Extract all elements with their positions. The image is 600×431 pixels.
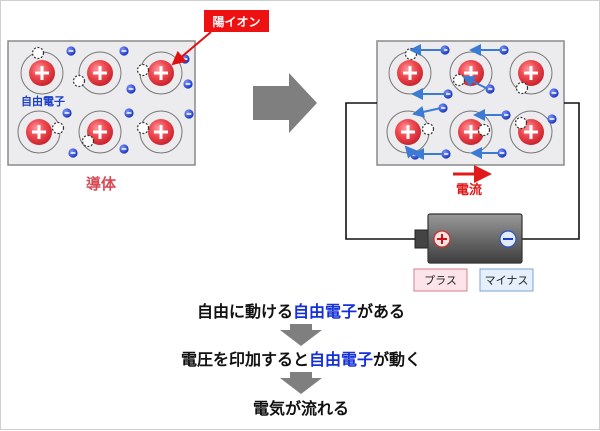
battery-plus-icon <box>433 230 451 248</box>
free-electron <box>66 46 76 56</box>
wire-left <box>345 102 417 240</box>
cation-callout-arrow <box>171 31 212 66</box>
cation-ion <box>72 51 122 95</box>
free-electron <box>124 108 134 118</box>
cation-ion <box>386 110 435 154</box>
free-electron <box>485 84 495 94</box>
conductor-panel-right <box>376 40 565 166</box>
cation-ion <box>509 51 553 95</box>
left-ion-group <box>17 46 183 154</box>
electron-flow-arrows <box>404 44 504 160</box>
cation-ion <box>78 110 122 154</box>
cation-ion <box>509 110 553 154</box>
electron-hole <box>51 121 65 135</box>
electron-hole <box>136 121 150 135</box>
electron-motion-arrow <box>404 145 418 159</box>
free-electron <box>441 149 451 159</box>
cation-ion <box>136 110 183 154</box>
battery-terminal <box>414 229 430 249</box>
free-electron <box>184 109 194 119</box>
electron-hole <box>72 74 86 88</box>
minus-label-box <box>479 268 534 292</box>
conductor-label: 導体 <box>86 175 117 193</box>
electron-hole <box>477 123 491 137</box>
free-electron <box>499 45 509 55</box>
step-1-text: 自由に動ける自由電子がある <box>196 302 406 321</box>
free-electron <box>68 148 78 158</box>
free-electron <box>119 46 129 56</box>
minus-label: マイナス <box>485 274 529 287</box>
electron-hole <box>514 116 528 130</box>
step-3-text: 電気が流れる <box>252 399 349 418</box>
electron-hole <box>31 46 45 60</box>
battery <box>427 213 523 264</box>
free-electron <box>443 89 453 99</box>
wire-right <box>521 102 580 240</box>
free-electron <box>549 88 559 98</box>
process-arrow-2 <box>280 372 322 394</box>
cation-ion <box>20 46 64 95</box>
free-electron <box>126 84 136 94</box>
cation-callout-box <box>204 10 269 32</box>
electron-motion-arrow <box>462 76 489 90</box>
free-electron <box>183 79 193 89</box>
electron-hole <box>515 81 529 95</box>
free-electron <box>547 114 557 124</box>
step-2-text: 電圧を印加すると自由電子が動く <box>180 350 422 369</box>
electron-hole <box>81 134 95 148</box>
free-electron <box>119 144 129 154</box>
free-electron <box>497 148 507 158</box>
cation-ion <box>388 47 432 95</box>
free-electron-label: 自由電子 <box>21 94 65 108</box>
cation-ion <box>17 110 65 154</box>
electron-hole <box>421 122 435 136</box>
electron-hole <box>136 63 150 77</box>
electron-hole <box>452 73 466 87</box>
free-electron <box>438 103 448 113</box>
free-electron <box>62 108 72 118</box>
free-electron <box>501 110 511 120</box>
plus-label: プラス <box>424 274 457 287</box>
plus-label-box <box>413 268 468 292</box>
current-label: 電流 <box>456 182 482 198</box>
transition-arrow <box>253 73 317 133</box>
process-arrow-1 <box>280 324 322 346</box>
cation-callout-label: 陽イオン <box>212 15 260 29</box>
cation-ion <box>136 51 183 95</box>
electron-motion-arrow <box>412 105 442 118</box>
battery-minus-icon <box>499 230 517 248</box>
